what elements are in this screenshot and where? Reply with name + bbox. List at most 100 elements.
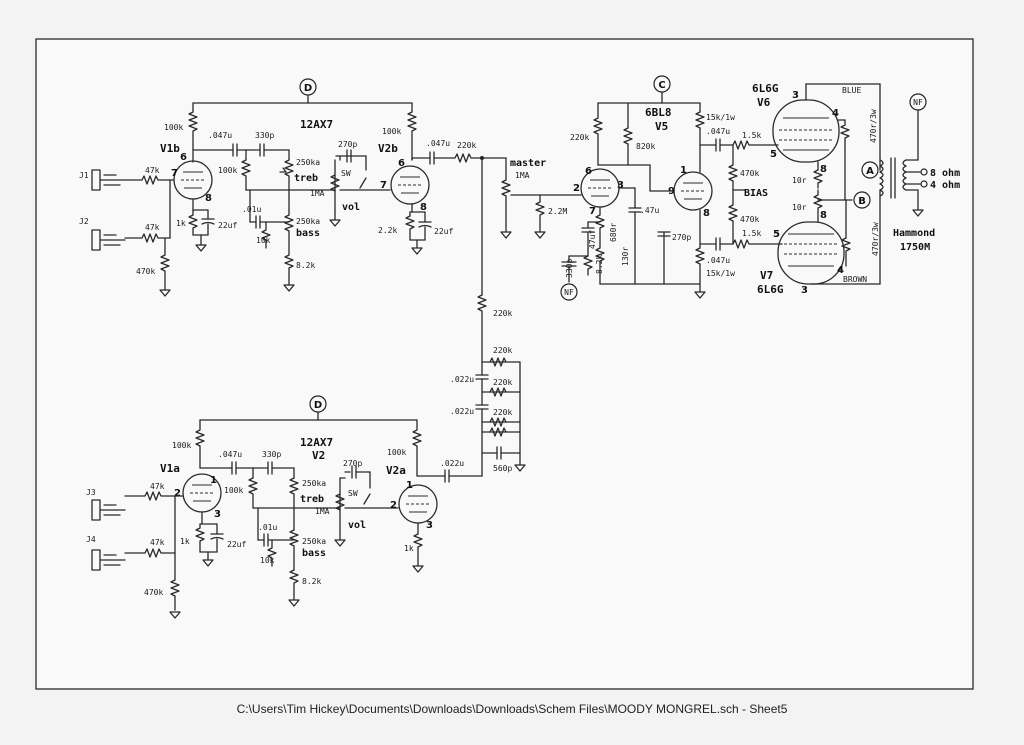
r-130r: 130r [621,247,630,266]
v7-pin5: 5 [773,229,780,240]
node-d-top [299,78,317,96]
c-047-v1b: .047u [208,131,232,140]
r-8k2-top: 8.2k [296,261,315,270]
c-270p-bottom: 270p [343,459,362,468]
c-01u-bottom: .01u [258,523,277,532]
r-1ma-vol-bottom: 1MA [315,507,330,516]
r-470r3w-bottom: 470r/3w [871,222,880,256]
tap-8ohm: 8 ohm [930,168,960,179]
master-label: master [510,158,546,169]
v2a-pin2: 2 [390,500,397,511]
v1a-pin3: 3 [214,509,221,520]
r-2m2: 2.2M [548,207,567,216]
tube-v2b [390,165,430,205]
r-15k1w-bottom: 15k/1w [706,269,735,278]
c-022-v2a: .022u [440,459,464,468]
r-100k-tone-top: 100k [218,166,237,175]
r-47k-j3: 47k [150,482,165,491]
v6-pin8: 8 [820,164,827,175]
c-47uf: 47uf [588,230,597,249]
v2-type-label: 12AX7 [300,436,333,449]
r-1k-v2a: 1k [404,544,414,553]
bass-label-bottom: bass [302,548,326,559]
transformer-name: Hammond [893,228,935,239]
c-022-b: .022u [450,407,474,416]
v5-label: V5 [655,120,668,133]
transformer-model: 1750M [900,242,930,253]
node-d-top-label: D [304,83,312,94]
v7-type-label: 6L6G [757,283,784,296]
top-preamp-stage: D 100k V1b 6 7 8 J1 J2 47k 47k 470k 1 [79,78,507,297]
v1-type-label: 12AX7 [300,118,333,131]
r-10k-top: 10k [256,236,271,245]
v6-pin3: 3 [792,90,799,101]
c-330p-top: 330p [255,131,274,140]
bias-label: BIAS [744,188,768,199]
c-270p-pi: 270p [672,233,691,242]
v6-label: V6 [757,96,771,109]
r-1k5-bottom: 1.5k [742,229,761,238]
r-47k-j4: 47k [150,538,165,547]
v5-pin2: 2 [573,183,580,194]
v2-name-label: V2 [312,449,325,462]
v2b-label: V2b [378,142,398,155]
jack-j1 [91,169,126,191]
v1a-pin2: 2 [174,488,181,499]
node-nf-out-label: NF [913,98,923,107]
r-1k-v1a: 1k [180,537,190,546]
r-10r-top: 10r [792,176,807,185]
v2b-pin6: 6 [398,158,405,169]
r-10r-bottom: 10r [792,203,807,212]
c-330p-bottom: 330p [262,450,281,459]
r-250ka-treb-bottom: 250ka [302,479,326,488]
c-22uf-v2b: 22uf [434,227,453,236]
v1a-pin1: 1 [210,475,217,486]
r-220k-mix2: 220k [493,346,512,355]
v5-pin6: 6 [585,166,592,177]
v6-pin5: 5 [770,149,777,160]
c-01u-top: .01u [242,205,261,214]
c-047-v2b: .047u [426,139,450,148]
node-d-bottom-label: D [314,400,322,411]
jack-j2 [91,229,126,251]
jack-j2-label: J2 [79,217,89,226]
v5-pin3: 3 [617,180,624,191]
sw-bottom: SW [348,489,358,498]
v5-pin7: 7 [589,206,596,217]
v2a-pin3: 3 [426,520,433,531]
v5-pin1: 1 [680,165,687,176]
bottom-preamp-stage: D 12AX7 V2 100k V1a 1 2 3 J3 J4 47k 47k … [86,395,464,619]
node-nf-pi-label: NF [564,288,574,297]
v7-pin8: 8 [820,210,827,221]
node-nf-out [909,93,927,111]
r-470k-bias-bottom: 470k [740,215,759,224]
node-nf-pi [560,283,578,301]
tap-4ohm: 4 ohm [930,180,960,191]
r-8k2-bottom: 8.2k [302,577,321,586]
r-1ma-master: 1MA [515,171,530,180]
c-047-pi-top: .047u [706,127,730,136]
node-b [853,191,871,209]
r-250ka-treb: 250ka [296,158,320,167]
r-8k2-pi: 8.2k [595,255,604,274]
r-470k-v1a: 470k [144,588,163,597]
node-a-label: A [866,166,874,177]
r-10k-bottom: 10k [260,556,275,565]
jack-j3 [91,499,126,521]
r-100k-v2b: 100k [382,127,401,136]
r-1k5-top: 1.5k [742,131,761,140]
node-d-bottom [309,395,327,413]
r-680r: 680r [609,223,618,242]
v7-pin3: 3 [801,285,808,296]
r-220k-v5: 220k [570,133,589,142]
r-250ka-bass: 250ka [296,217,320,226]
r-100k-v2a: 100k [387,448,406,457]
v7-label: V7 [760,269,773,282]
jack-j4 [91,549,126,571]
r-220k-mix3: 220k [493,378,512,387]
v1b-label: V1b [160,142,180,155]
vol-label-bottom: vol [348,520,366,531]
v7-pin4: 4 [837,265,844,276]
output-stage: 6L6G V6 3 4 5 8 BLUE V7 6L6G 5 8 4 3 BRO… [752,82,960,296]
